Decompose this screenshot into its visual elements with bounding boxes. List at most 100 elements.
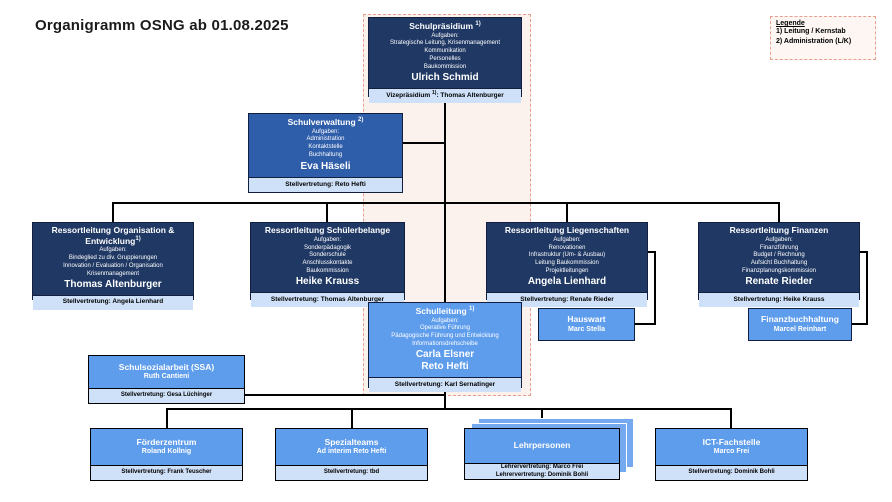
person-name: Ruth Cantieni — [143, 373, 190, 381]
box-title: Förderzentrum — [136, 436, 197, 447]
task-line: Sonderschule — [309, 252, 346, 259]
tasks-label: Aufgaben: — [313, 236, 342, 243]
task-line: Baukommission — [306, 267, 349, 274]
task-line: Strategische Leitung, Krisenmanagement — [389, 40, 501, 47]
task-line: Krisenmanagement — [86, 270, 140, 277]
tasks-label: Aufgaben: — [311, 128, 340, 135]
box-title: Schulleitung 1) — [415, 305, 475, 316]
page-title: Organigramm OSNG ab 01.08.2025 — [35, 17, 289, 34]
legend: Legende 1) Leitung / Kernstab 2) Adminis… — [770, 16, 876, 60]
connector-finanzbuchhaltung-bracket — [852, 323, 868, 325]
box-title: Lehrpersonen — [513, 440, 571, 451]
box-spezialteams: Spezialteams Ad interim Reto Hefti Stell… — [275, 428, 428, 481]
task-line: Buchhaltung — [308, 151, 343, 158]
connector-stub — [730, 408, 732, 428]
task-line: Anschlusskontakte — [302, 260, 353, 267]
deputy-bar: Stellvertretung: Karl Sernatinger — [369, 376, 521, 392]
box-ressort-schuelerbelange: Ressortleitung Schülerbelange Aufgaben: … — [250, 222, 405, 307]
tasks-label: Aufgaben: — [99, 247, 127, 254]
box-finanzbuchhaltung: Finanzbuchhaltung Marcel Reinhart — [748, 308, 852, 341]
person-name: Marco Frei — [713, 448, 750, 456]
connector-rail-top — [112, 202, 780, 204]
box-title: ICT-Fachstelle — [702, 436, 761, 447]
deputy-bar: Stellvertretung: tbd — [276, 465, 427, 480]
connector-center-vertical — [444, 97, 446, 302]
task-line: Budget / Rechnung — [753, 252, 805, 259]
connector-finanzbuchhaltung-bracket — [866, 251, 868, 325]
connector-stub — [166, 408, 168, 428]
deputy-bar: Stellvertretung: Heike Krauss — [699, 291, 859, 307]
task-line: Renovationen — [548, 244, 586, 251]
box-title: Spezialteams — [324, 436, 379, 447]
deputy-bar: Stellvertretung: Angela Lienhard — [33, 294, 193, 310]
tasks-label: Aufgaben: — [431, 317, 459, 324]
box-schulpraesidium: Schulpräsidium 1) Aufgaben: Strategische… — [368, 17, 522, 103]
task-line: Sonderpädagogik — [303, 244, 352, 251]
box-schulverwaltung: Schulverwaltung 2) Aufgaben: Administrat… — [248, 113, 403, 193]
connector-ssa — [245, 394, 445, 396]
box-title: Schulverwaltung 2) — [287, 116, 364, 127]
person-name: Reto Hefti — [421, 360, 469, 372]
box-title: Ressortleitung Organisation & Entwicklun… — [51, 225, 175, 246]
deputy-bar: Lehrervertretung: Marco Frei Lehrervertr… — [465, 463, 619, 479]
box-ressort-organisation-entwicklung: Ressortleitung Organisation & Entwicklun… — [32, 222, 194, 310]
person-name: Angela Lienhard — [527, 275, 607, 287]
task-line: Personelles — [429, 55, 461, 62]
connector-stub — [778, 202, 780, 222]
tasks-label: Aufgaben: — [553, 236, 581, 243]
task-line: Aufsicht Buchhaltung — [750, 260, 808, 267]
deputy-line: Lehrervertretung: Dominik Bohli — [495, 471, 589, 478]
person-name: Thomas Altenburger — [64, 278, 162, 290]
connector-schulleitung-bottom — [444, 388, 446, 410]
legend-item: 1) Leitung / Kernstab — [776, 28, 846, 35]
connector-stub — [326, 202, 328, 222]
connector-stub — [112, 202, 114, 222]
box-schulsozialarbeit: Schulsozialarbeit (SSA) Ruth Cantieni St… — [88, 355, 245, 404]
tasks-label: Aufgaben: — [431, 32, 459, 39]
box-title: Hauswart — [567, 314, 606, 325]
task-line: Finanzplanungskommission — [741, 267, 817, 274]
connector-finanzbuchhaltung-bracket — [860, 251, 868, 253]
task-line: Infrastruktur (Um- & Ausbau) — [528, 252, 606, 259]
box-title: Ressortleitung Schülerbelange — [264, 225, 391, 235]
person-name: Ulrich Schmid — [411, 71, 479, 83]
person-name: Renate Rieder — [745, 275, 813, 287]
legend-title: Legende — [776, 20, 805, 27]
box-title: Schulpräsidium 1) — [409, 20, 481, 31]
task-line: Baukommission — [423, 63, 467, 70]
box-hauswart: Hauswart Marc Stella — [538, 308, 635, 341]
person-name: Carla Elsner — [415, 348, 475, 360]
deputy-bar: Stellvertretung: Gesa Lüchinger — [89, 388, 244, 403]
legend-item: 2) Administration (L/K) — [776, 38, 852, 46]
task-line: Innovation / Evaluation / Organisation — [63, 262, 163, 269]
box-ict-fachstelle: ICT-Fachstelle Marco Frei Stellvertretun… — [655, 428, 808, 481]
task-line: Bindeglied zu div. Gruppierungen — [68, 255, 158, 262]
box-title: Ressortleitung Finanzen — [729, 225, 829, 235]
connector-stub — [351, 408, 353, 428]
task-line: Finanzführung — [759, 244, 799, 251]
box-ressort-liegenschaften: Ressortleitung Liegenschaften Aufgaben: … — [486, 222, 648, 307]
connector-hauswart-bracket — [635, 323, 656, 325]
task-line: Informationsdrehscheibe — [412, 340, 478, 347]
person-name: Roland Kollnig — [141, 448, 192, 456]
deputy-bar: Stellvertretung: Frank Teuscher — [91, 465, 242, 480]
task-line: Operative Führung — [419, 325, 471, 332]
connector-schulverwaltung — [403, 142, 445, 144]
task-line: Administration — [306, 136, 345, 143]
person-name: Marcel Reinhart — [773, 325, 827, 333]
task-line: Leitung Baukommission — [535, 260, 599, 267]
task-line: Projektleitungen — [545, 267, 589, 274]
deputy-bar: Stellvertretung: Reto Hefti — [249, 177, 402, 192]
person-name: Eva Häseli — [300, 161, 351, 172]
deputy-bar: Stellvertretung: Dominik Bohli — [656, 465, 807, 480]
connector-hauswart-bracket — [648, 251, 656, 253]
box-ressort-finanzen: Ressortleitung Finanzen Aufgaben: Finanz… — [698, 222, 860, 307]
tasks-label: Aufgaben: — [765, 236, 793, 243]
task-line: Pädagogische Führung und Entwicklung — [391, 333, 499, 340]
box-title: Ressortleitung Liegenschaften — [504, 225, 630, 235]
box-schulleitung: Schulleitung 1) Aufgaben: Operative Führ… — [368, 302, 522, 392]
box-lehrpersonen: Lehrpersonen Lehrervertretung: Marco Fre… — [464, 428, 620, 480]
box-title: Schulsozialarbeit (SSA) — [118, 361, 215, 372]
person-name: Marc Stella — [568, 325, 605, 333]
